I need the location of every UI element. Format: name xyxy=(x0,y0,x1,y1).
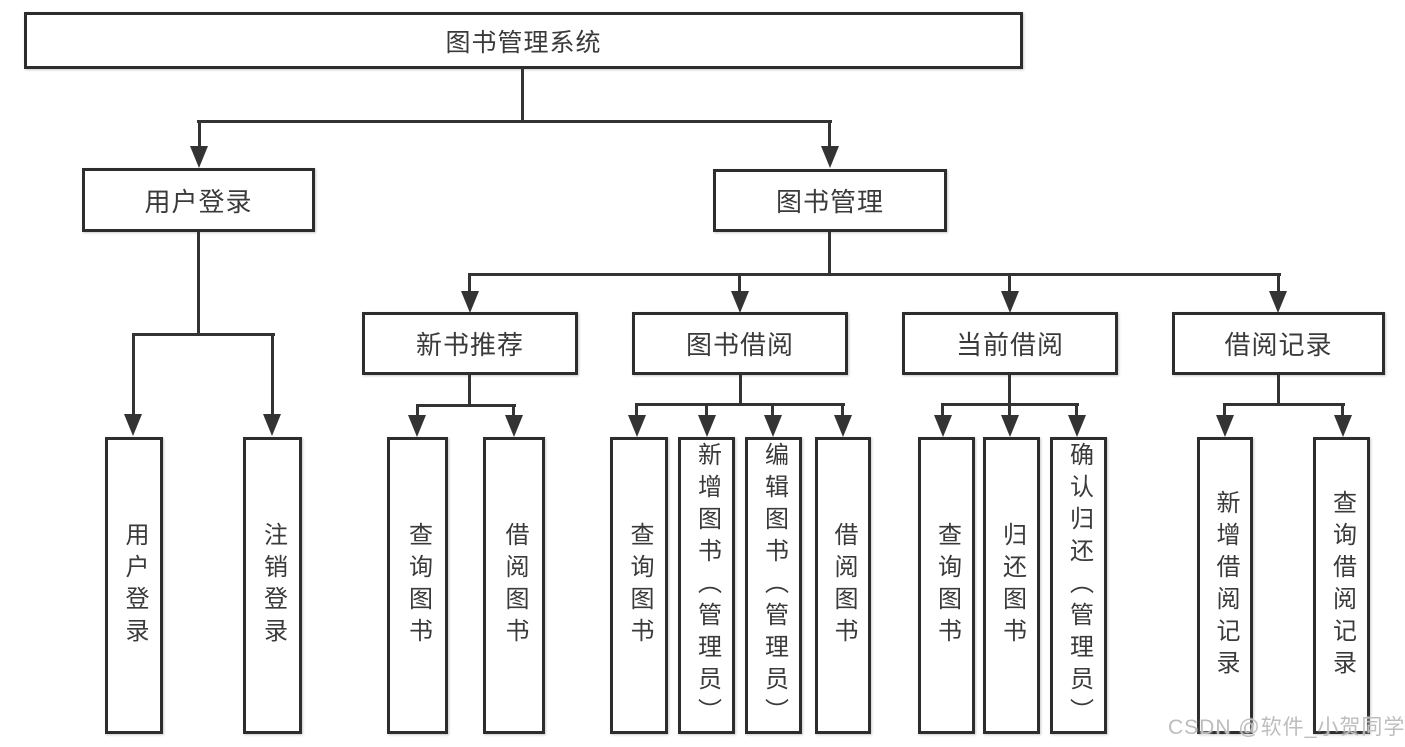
connector-nb-query-drop xyxy=(416,406,419,417)
node-book-management: 图书管理 xyxy=(713,169,947,232)
node-book-borrow-label: 图书借阅 xyxy=(685,330,794,360)
connector-borrow-rail xyxy=(635,403,845,406)
leaf-query-books-borrow-label: 查询图书 xyxy=(626,521,653,650)
connector-records-rail xyxy=(1223,403,1345,406)
arrow-to-book-mgmt xyxy=(821,146,839,168)
leaf-user-login: 用户登录 xyxy=(105,437,163,734)
connector-bb-edit-drop xyxy=(771,405,774,417)
connector-cb-confirm-drop xyxy=(1075,405,1078,417)
connector-new-book-rail xyxy=(416,404,516,407)
connector-book-mgmt-rail xyxy=(468,273,1281,276)
connector-leaf-logout-drop xyxy=(271,335,274,415)
connector-book-mgmt-stem xyxy=(828,232,831,275)
node-current-borrow: 当前借阅 xyxy=(902,312,1118,375)
leaf-edit-book-admin: 编辑图书（管理员） xyxy=(745,437,802,734)
node-user-login: 用户登录 xyxy=(82,168,315,232)
arrow-to-leaf-login xyxy=(124,414,142,436)
leaf-query-books-recommend: 查询图书 xyxy=(387,437,448,734)
arrow-to-nb-borrow xyxy=(505,415,523,437)
leaf-logout-label: 注销登录 xyxy=(259,521,287,650)
leaf-confirm-return-admin: 确认归还（管理员） xyxy=(1050,437,1107,734)
connector-new-book-stem xyxy=(468,375,471,406)
leaf-borrow-books-borrow: 借阅图书 xyxy=(815,437,871,734)
arrow-to-borrow xyxy=(731,291,749,313)
arrow-to-br-add xyxy=(1216,415,1234,437)
connector-cb-return-drop xyxy=(1008,405,1011,417)
node-user-login-label: 用户登录 xyxy=(144,186,253,217)
connector-current-drop xyxy=(1008,275,1011,293)
connector-user-login-drop xyxy=(198,122,201,148)
connector-borrow-stem xyxy=(739,375,742,405)
connector-records-drop xyxy=(1277,275,1280,293)
connector-records-stem xyxy=(1277,375,1280,405)
leaf-query-books-borrow: 查询图书 xyxy=(610,437,668,734)
connector-cb-query-drop xyxy=(941,405,944,417)
connector-bb-borrow-drop xyxy=(841,405,844,417)
arrow-to-new-book xyxy=(461,291,479,313)
leaf-edit-book-admin-label: 编辑图书（管理员） xyxy=(760,441,788,730)
leaf-borrow-books-recommend-label: 借阅图书 xyxy=(501,521,528,650)
connector-new-book-drop xyxy=(468,275,471,293)
leaf-query-books-recommend-label: 查询图书 xyxy=(404,521,432,650)
arrow-to-cb-confirm xyxy=(1068,415,1086,437)
arrow-to-br-query xyxy=(1334,415,1352,437)
arrow-to-records xyxy=(1269,291,1287,313)
connector-current-rail xyxy=(941,403,1079,406)
node-borrow-records-label: 借阅记录 xyxy=(1224,330,1333,360)
connector-bb-query-drop xyxy=(635,405,638,417)
connector-root-stem xyxy=(521,68,524,122)
node-root-label: 图书管理系统 xyxy=(445,28,602,57)
watermark: CSDN @软件_小贺同学 xyxy=(1168,716,1405,739)
leaf-borrow-books-borrow-label: 借阅图书 xyxy=(830,521,857,650)
leaf-query-borrow-record-label: 查询借阅记录 xyxy=(1328,489,1356,682)
leaf-query-borrow-record: 查询借阅记录 xyxy=(1313,437,1370,734)
connector-br-query-drop xyxy=(1341,405,1344,417)
arrow-to-bb-query xyxy=(628,415,646,437)
connector-current-stem xyxy=(1008,375,1011,405)
leaf-user-login-label: 用户登录 xyxy=(121,521,148,650)
connector-user-login-rail xyxy=(132,333,275,336)
leaf-query-books-current: 查询图书 xyxy=(918,437,975,734)
node-book-management-label: 图书管理 xyxy=(775,187,884,217)
arrow-to-user-login xyxy=(190,146,208,168)
connector-bb-add-drop xyxy=(705,405,708,417)
leaf-add-book-admin-label: 新增图书（管理员） xyxy=(693,441,721,730)
connector-leaf-login-drop xyxy=(132,335,135,415)
leaf-confirm-return-admin-label: 确认归还（管理员） xyxy=(1065,441,1093,730)
arrow-to-bb-borrow xyxy=(834,415,852,437)
node-book-borrow: 图书借阅 xyxy=(632,312,848,375)
arrow-to-leaf-logout xyxy=(263,414,281,436)
node-new-book-recommend: 新书推荐 xyxy=(362,312,578,375)
leaf-logout: 注销登录 xyxy=(243,437,302,734)
connector-book-mgmt-drop xyxy=(828,122,831,148)
arrow-to-cb-query xyxy=(934,415,952,437)
node-root: 图书管理系统 xyxy=(24,12,1023,69)
leaf-return-book: 归还图书 xyxy=(983,437,1040,734)
leaf-add-borrow-record-label: 新增借阅记录 xyxy=(1212,489,1239,682)
arrow-to-current xyxy=(1001,291,1019,313)
arrow-to-nb-query xyxy=(408,415,426,437)
leaf-add-book-admin: 新增图书（管理员） xyxy=(678,437,735,734)
connector-root-rail xyxy=(197,120,832,123)
node-borrow-records: 借阅记录 xyxy=(1172,312,1385,375)
leaf-add-borrow-record: 新增借阅记录 xyxy=(1197,437,1253,734)
connector-nb-borrow-drop xyxy=(512,406,515,417)
arrow-to-bb-add xyxy=(698,415,716,437)
node-new-book-recommend-label: 新书推荐 xyxy=(415,330,524,360)
connector-user-login-stem xyxy=(197,232,200,335)
leaf-borrow-books-recommend: 借阅图书 xyxy=(483,437,545,734)
connector-borrow-drop xyxy=(738,275,741,293)
node-current-borrow-label: 当前借阅 xyxy=(955,330,1064,360)
leaf-return-book-label: 归还图书 xyxy=(998,521,1026,650)
connector-br-add-drop xyxy=(1223,405,1226,417)
leaf-query-books-current-label: 查询图书 xyxy=(933,521,961,650)
arrow-to-cb-return xyxy=(1001,415,1019,437)
arrow-to-bb-edit xyxy=(764,415,782,437)
